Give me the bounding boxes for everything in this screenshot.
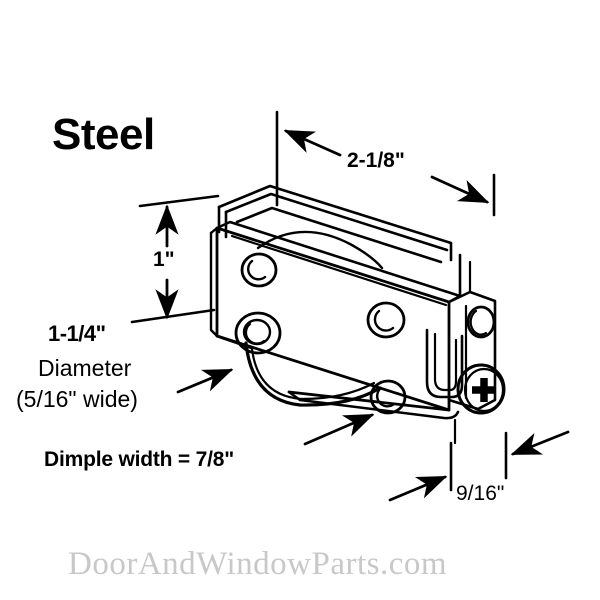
site-watermark: DoorAndWindowParts.com — [68, 546, 448, 582]
dimension-label-wheel-width: (5/16" wide) — [16, 386, 138, 412]
dimension-label-housing-height: 1" — [153, 248, 175, 271]
leader-wheel-diameter — [176, 368, 234, 394]
dimension-label-diameter-word: Diameter — [38, 355, 132, 381]
dimension-label-housing-depth: 9/16" — [456, 482, 505, 505]
dimension-label-overall-length: 2-1/8" — [347, 149, 405, 172]
dimension-label-dimple-width: Dimple width = 7/8" — [44, 448, 234, 471]
axle-hub — [234, 311, 282, 355]
dimension-label-wheel-diameter: 1-1/4" — [48, 321, 106, 346]
dimension-housing-depth — [388, 430, 570, 502]
leader-dimple-width — [303, 413, 375, 446]
roller-housing-body — [209, 184, 497, 420]
dimension-housing-height — [130, 194, 220, 324]
material-title: Steel — [52, 110, 155, 159]
rivet-bosses — [240, 252, 496, 415]
phillips-screw-icon — [456, 363, 506, 415]
roller-wheel-icon — [244, 230, 384, 407]
